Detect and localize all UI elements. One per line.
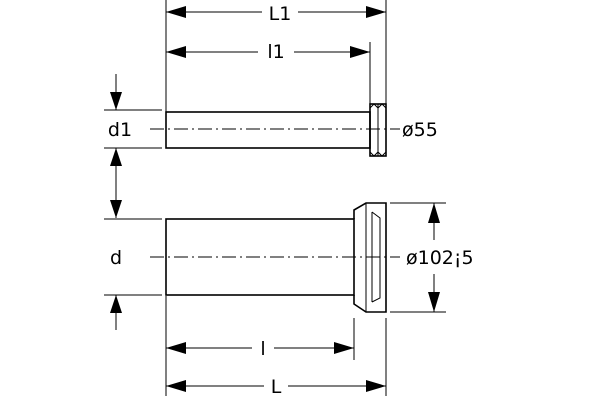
label-o102: ø102¡5 [406, 247, 474, 269]
dimension-L: L [166, 374, 386, 398]
dimension-l: l [166, 336, 354, 360]
label-o55: ø55 [402, 119, 438, 141]
dimension-d1: d1 [108, 74, 132, 218]
small-pipe [150, 103, 400, 157]
label-d: d [110, 247, 122, 269]
label-L1: L1 [269, 3, 292, 25]
dimension-d: d [110, 247, 122, 330]
label-L: L [271, 376, 282, 398]
large-pipe [150, 202, 400, 313]
label-d1: d1 [108, 119, 132, 141]
label-l1: l1 [267, 41, 284, 63]
label-l: l [260, 338, 265, 360]
dimension-o102: ø102¡5 [406, 203, 474, 312]
dimension-L1: L1 [166, 2, 386, 25]
dimension-l1: l1 [166, 40, 370, 63]
